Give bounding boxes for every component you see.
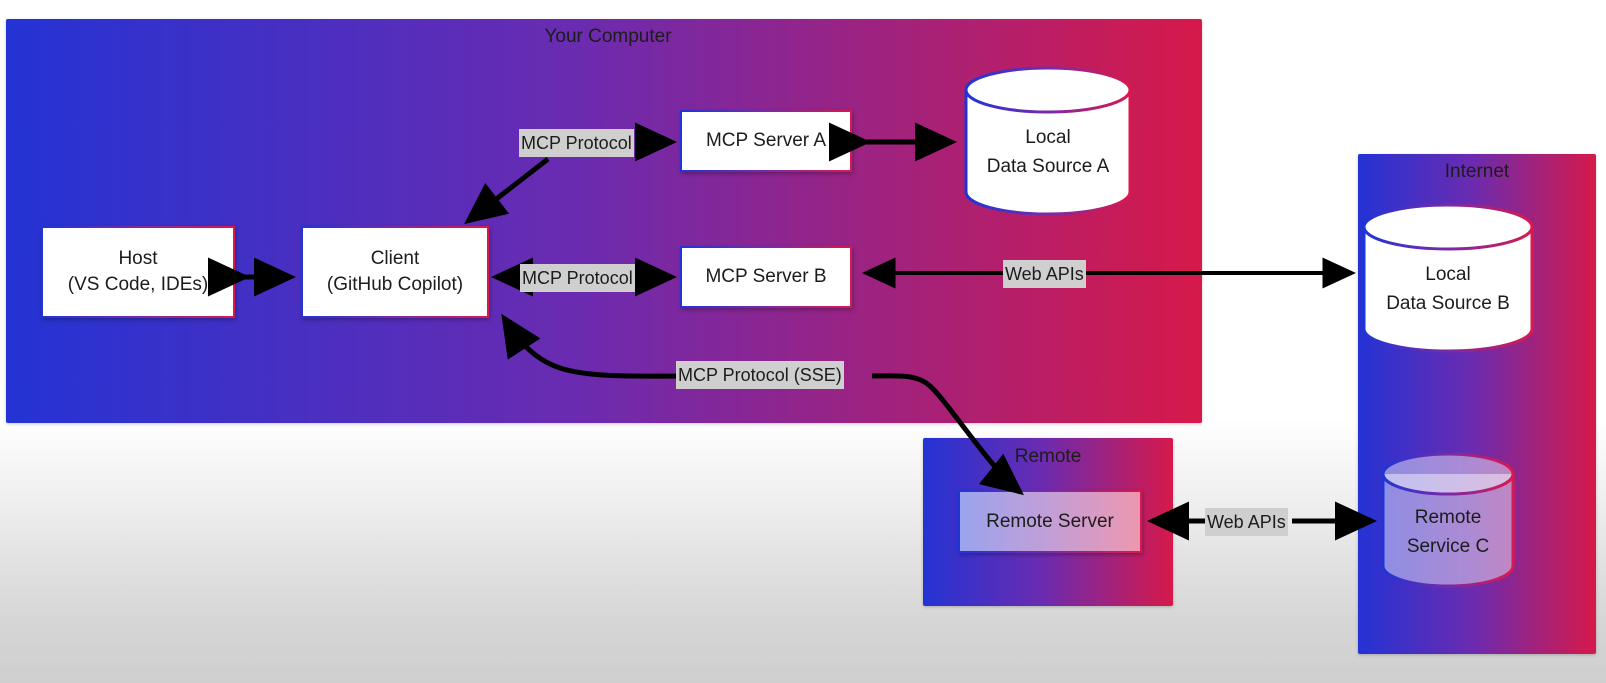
node-client-line-1: (GitHub Copilot) — [326, 274, 464, 295]
datastore-local-data-source-a[interactable]: Local Data Source A — [962, 66, 1134, 216]
container-remote-label: Remote — [1014, 446, 1082, 467]
node-host[interactable]: Host (VS Code, IDEs) — [41, 226, 235, 318]
edge-label-mcp-protocol-b: MCP Protocol — [520, 264, 635, 292]
node-mcp-server-a[interactable]: MCP Server A — [680, 110, 852, 172]
node-client-line-0: Client — [370, 248, 420, 270]
node-mcp-server-a-label: MCP Server A — [705, 130, 827, 152]
node-client[interactable]: Client (GitHub Copilot) — [301, 226, 489, 318]
node-mcp-server-b-label: MCP Server B — [705, 266, 827, 288]
container-your-computer-label: Your Computer — [544, 26, 672, 47]
datastore-remote-service-c[interactable]: Remote Service C — [1379, 452, 1517, 588]
edge-label-mcp-protocol-sse: MCP Protocol (SSE) — [676, 361, 844, 389]
node-remote-server-label: Remote Server — [986, 510, 1114, 532]
datastore-local-data-source-b[interactable]: Local Data Source B — [1360, 203, 1536, 353]
edge-label-web-apis-b: Web APIs — [1003, 260, 1086, 288]
node-mcp-server-b[interactable]: MCP Server B — [680, 246, 852, 308]
node-host-line-0: Host — [118, 248, 158, 270]
edge-label-mcp-protocol-a: MCP Protocol — [519, 129, 634, 157]
node-host-line-1: (VS Code, IDEs) — [67, 274, 209, 295]
container-internet-label: Internet — [1444, 161, 1510, 182]
node-remote-server[interactable]: Remote Server — [958, 490, 1142, 553]
edge-label-web-apis-c: Web APIs — [1205, 508, 1288, 536]
